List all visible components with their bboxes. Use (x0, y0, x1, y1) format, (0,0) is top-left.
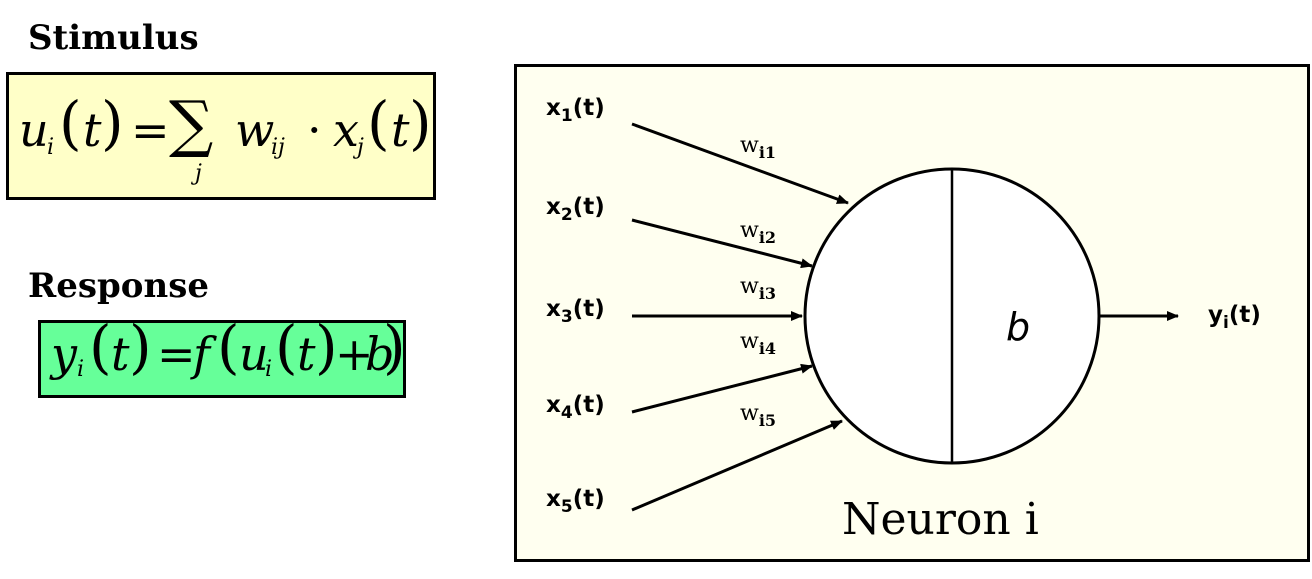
formula-f: f (193, 327, 211, 381)
formula-paren-close-3: ) (129, 313, 152, 381)
input-arrow-4 (631, 363, 813, 414)
formula-equals: = (131, 103, 170, 157)
formula-dot: · (307, 103, 322, 157)
formula-u-2: u (239, 327, 269, 381)
formula-u: u (19, 103, 49, 157)
formula-paren-open-3: ( (89, 313, 112, 381)
formula-paren-close: ) (101, 89, 124, 157)
formula-paren-close-4: ) (383, 313, 406, 381)
formula-x-sub: j (357, 135, 364, 160)
output-label: yi(t) (1208, 302, 1261, 333)
formula-b: b (365, 327, 395, 381)
weight-label-1: wi1 (740, 133, 776, 162)
formula-y: y (51, 327, 77, 381)
input-label-1: x1(t) (546, 95, 605, 126)
formula-u-sub: i (47, 135, 55, 160)
weight-label-5: wi5 (740, 401, 776, 430)
input-label-5: x5(t) (546, 486, 605, 517)
formula-w-sub: ij (271, 135, 285, 160)
input-arrow-1 (631, 122, 849, 205)
formula-t-3: t (111, 327, 130, 381)
input-arrow-5 (631, 419, 843, 512)
formula-paren-open-5: ( (275, 313, 298, 381)
input-arrow-2 (631, 218, 813, 269)
formula-sum-index: j (195, 161, 202, 186)
formula-y-sub: i (77, 357, 85, 382)
formula-paren-close-2: ) (409, 89, 432, 157)
formula-w: w (235, 103, 275, 157)
formula-paren-close-5: ) (315, 313, 338, 381)
weight-label-2: wi2 (740, 218, 776, 247)
formula-x: x (333, 103, 359, 157)
formula-t-4: t (297, 327, 316, 381)
neuron-caption: Neuron i (842, 494, 1039, 545)
stimulus-heading: Stimulus (28, 18, 199, 58)
formula-paren-open-2: ( (367, 89, 390, 157)
response-heading: Response (28, 266, 209, 306)
input-label-2: x2(t) (546, 194, 605, 225)
input-label-3: x3(t) (546, 296, 605, 327)
formula-u-sub-2: i (265, 357, 273, 382)
formula-sum: ∑ (169, 87, 214, 160)
formula-equals-2: = (157, 327, 196, 381)
formula-plus: + (335, 327, 374, 381)
formula-t: t (83, 103, 102, 157)
formula-t-2: t (391, 103, 410, 157)
weight-label-3: wi3 (740, 274, 776, 303)
response-formula: y i ( t ) = f ( u i ( t ) + b ) (38, 313, 406, 398)
formula-paren-open: ( (59, 89, 82, 157)
weight-label-4: wi4 (740, 329, 776, 358)
bias-label: b (1006, 305, 1030, 349)
input-label-4: x4(t) (546, 392, 605, 423)
formula-paren-open-4: ( (217, 313, 240, 381)
stimulus-formula: u i ( t ) = ∑ j w ij · x j ( t ) (6, 72, 436, 200)
